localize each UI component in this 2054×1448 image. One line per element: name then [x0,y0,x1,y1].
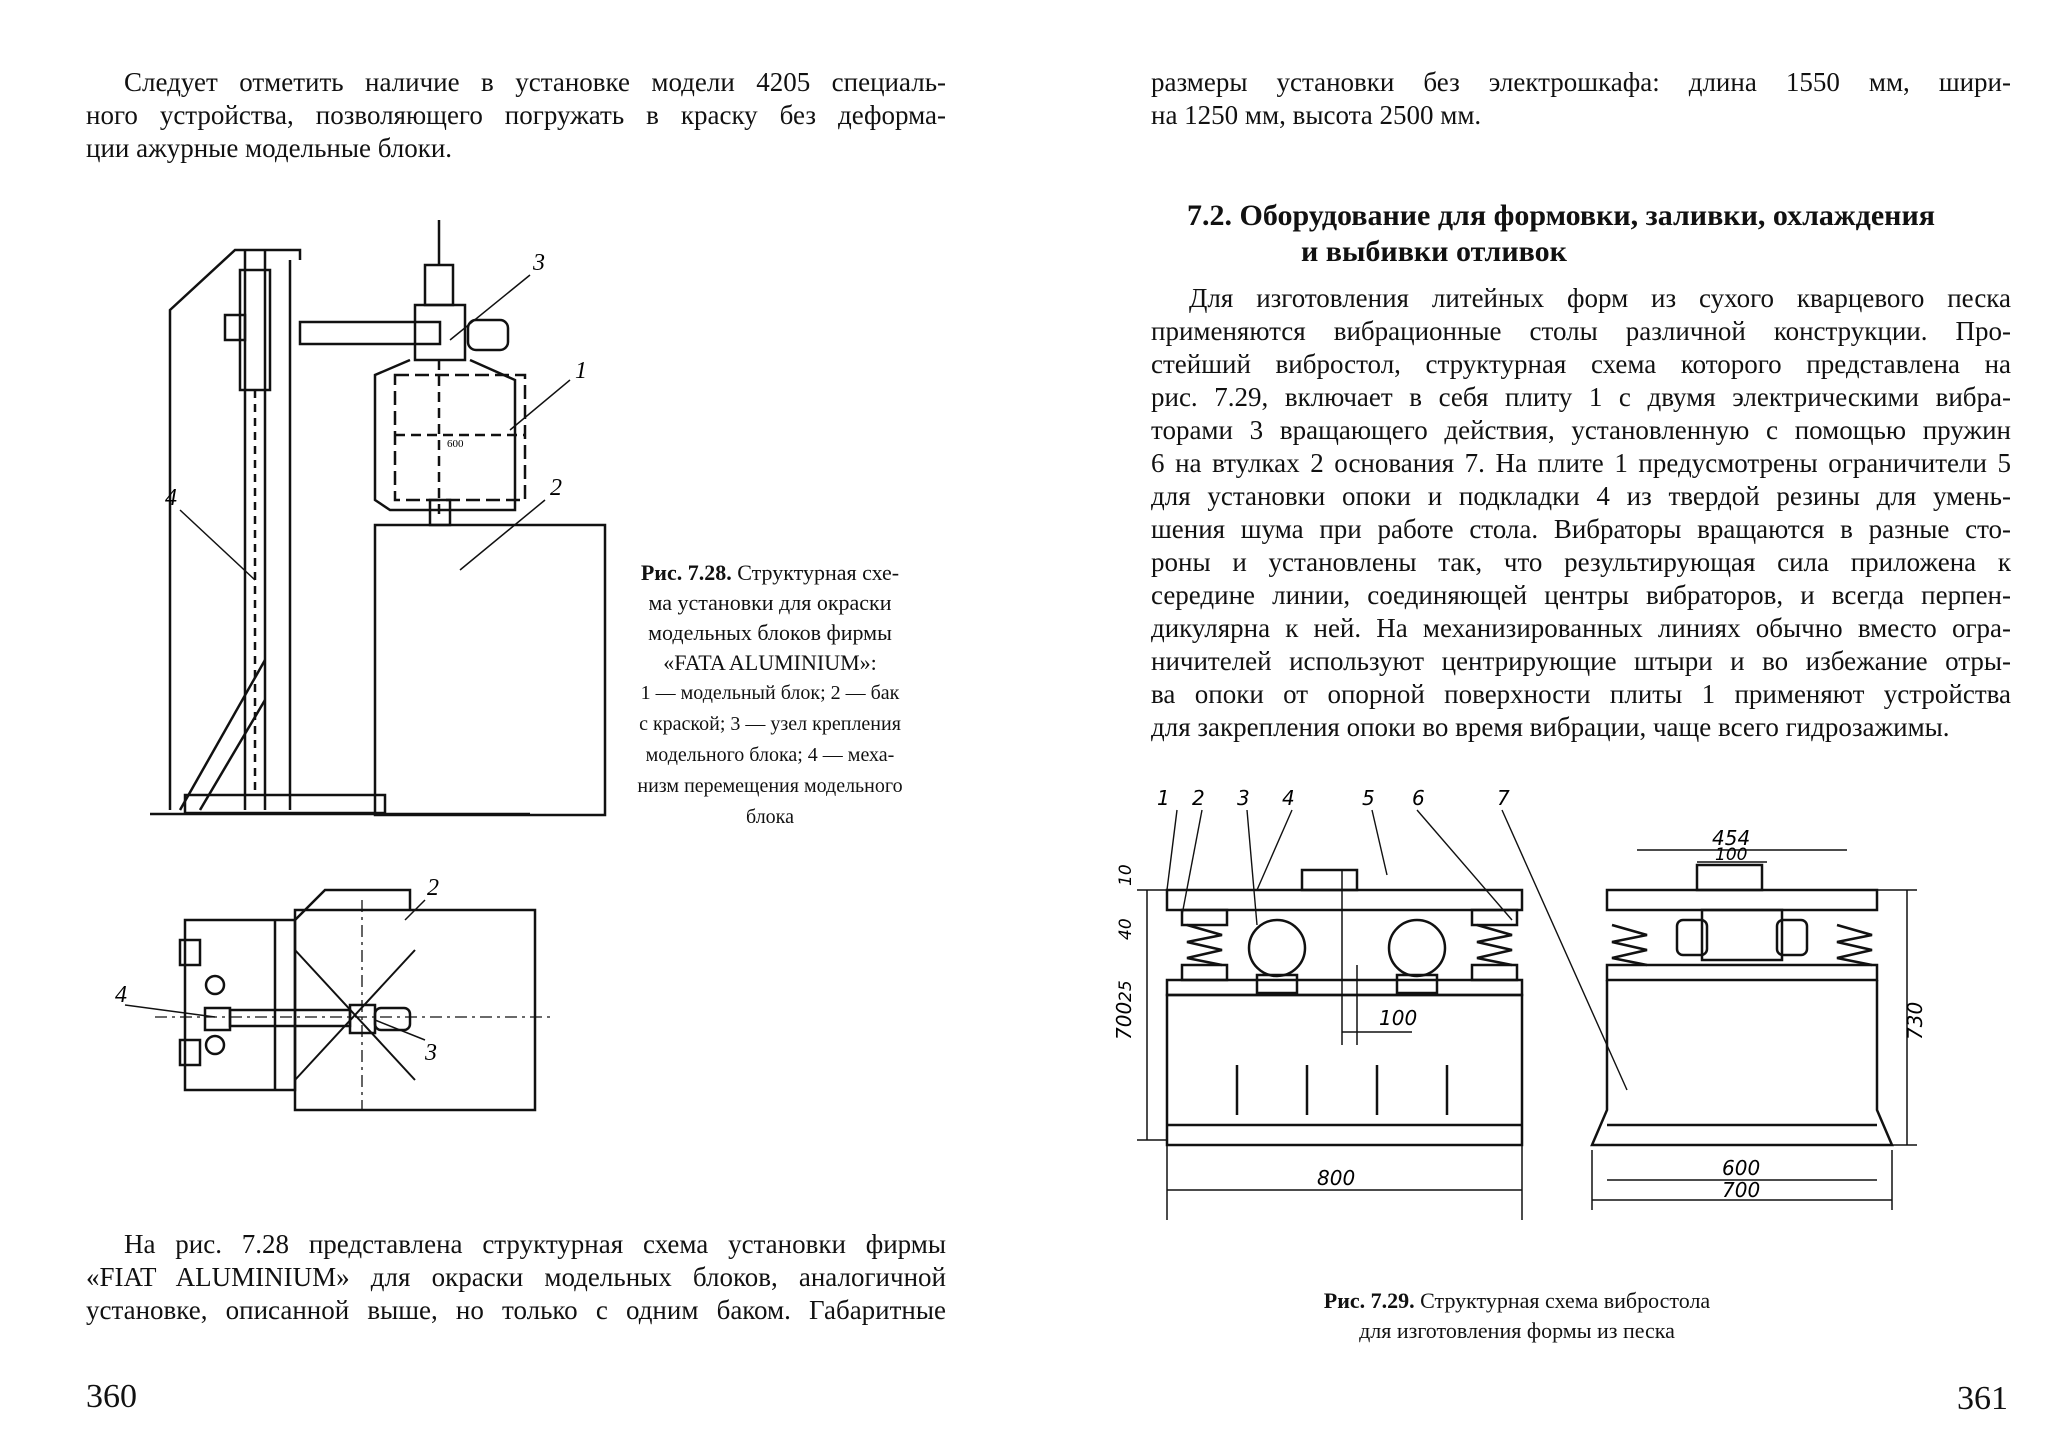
callout-3: 3 [1237,786,1250,810]
body-line: середине линии, соединяющей центры вибра… [1151,580,2011,610]
plan-label-2: 2 [427,875,439,901]
label-1: 1 [575,358,587,384]
dim-800: 800 [1317,1166,1355,1190]
body-line: 6 на втулках 2 основания 7. На плите 1 п… [1151,448,2011,478]
continuation-paragraph: размеры установки без электрошкафа: длин… [1151,66,2011,132]
caption-line: «FATA ALUMINIUM»: [663,650,877,675]
body-line: торами 3 вращающего действия, установлен… [1151,415,2011,445]
plan-label-3: 3 [424,1040,437,1066]
outro-paragraph: На рис. 7.28 представлена структурная сх… [86,1228,946,1327]
intro-line: Следует отметить наличие в установке мод… [124,67,946,97]
callout-5: 5 [1362,786,1375,810]
body-line: для установки опоки и подкладки 4 из тве… [1151,481,2011,511]
plan-label-4: 4 [115,982,127,1008]
body-line: ничителей используют центрирующие штыри … [1151,646,2011,676]
legend-line: модельного блока; 4 — меха- [645,744,895,766]
callout-7: 7 [1497,786,1510,810]
intro-line: ции ажурные модельные блоки. [86,133,453,163]
figure-7-29: 1 2 3 4 5 6 7 10 40 700 25 100 800 [1112,786,1927,1220]
figure-7-28-caption: Рис. 7.28. Структурная схе- ма установки… [600,558,940,833]
intro-line: ного устройства, позволяющего погружать … [86,100,946,130]
dim-700-bottom: 700 [1722,1178,1760,1202]
body-line: шения шума при работе стола. Вибраторы в… [1151,514,2011,544]
outro-line: «FIAT ALUMINIUM» для окраски модельных б… [86,1262,946,1292]
label-4: 4 [165,485,177,511]
block-mark: 600 [447,438,464,450]
dim-25: 25 [1116,980,1136,1002]
dim-454: 454 [1712,826,1750,850]
callout-2: 2 [1192,786,1205,810]
dim-100-mid: 100 [1379,1006,1417,1030]
right-page: размеры установки без электрошкафа: длин… [1027,0,2054,1448]
dim-600: 600 [1722,1156,1760,1180]
outro-line: На рис. 7.28 представлена структурная сх… [124,1229,946,1259]
dim-10: 10 [1116,864,1136,886]
dim-730: 730 [1903,1002,1927,1040]
callout-6: 6 [1412,786,1425,810]
body-line: Для изготовления литейных форм из сухого… [1189,283,2011,313]
legend-line: низм перемещения модельного [637,775,903,797]
figure-7-28-elevation: 3 1 2 4 600 [150,220,607,817]
body-line: применяются вибрационные столы различной… [1151,316,2011,346]
left-page: Следует отметить наличие в установке мод… [86,66,946,1415]
section-heading-line: и выбивки отливок [1301,235,1567,268]
dim-100-top: 100 [1715,845,1747,865]
page-number-right: 361 [1957,1380,2008,1417]
caption-title: Рис. 7.29. [1323,1288,1415,1313]
caption-line: Структурная схема вибростола [1420,1288,1711,1313]
body-line: для закрепления опоки во время вибрации,… [1151,712,1950,742]
legend-line: 1 — модельный блок; 2 — бак [640,682,900,704]
continuation-line: размеры установки без электрошкафа: длин… [1151,67,2011,97]
section-heading: 7.2. Оборудование для формовки, заливки,… [1187,198,2047,270]
body-line: ва опоки от опорной поверхности плиты 1 … [1151,679,2011,709]
outro-line: установке, описанной выше, но только с о… [86,1295,946,1325]
intro-paragraph: Следует отметить наличие в установке мод… [86,66,946,165]
caption-line: модельных блоков фирмы [648,620,892,645]
section-heading-line: 7.2. Оборудование для формовки, заливки,… [1187,199,1935,232]
caption-line: для изготовления формы из песка [1359,1318,1675,1343]
body-line: дикулярна к ней. На механизированных лин… [1151,613,2011,643]
body-line: рис. 7.29, включает в себя плиту 1 с дву… [1151,382,2011,412]
page-number-left: 360 [86,1378,137,1415]
callout-4: 4 [1282,786,1295,810]
figure-7-29-caption: Рис. 7.29. Структурная схема вибростола … [1297,1286,1737,1346]
body-paragraph: Для изготовления литейных форм из сухого… [1151,282,2011,744]
figure-7-28-plan: 3 2 4 [115,875,555,1112]
continuation-line: на 1250 мм, высота 2500 мм. [1151,100,1482,130]
caption-line: Структурная схе- [737,560,900,585]
legend-line: блока [746,806,794,828]
dim-40: 40 [1116,918,1136,940]
callout-1: 1 [1157,786,1170,810]
label-2: 2 [550,475,562,501]
dim-700: 700 [1112,1002,1136,1040]
body-line: роны и установлены так, что результирующ… [1151,547,2011,577]
caption-title: Рис. 7.28. [640,560,732,585]
label-3: 3 [532,250,545,276]
body-line: стейший вибростол, структурная схема кот… [1151,349,2011,379]
legend-line: с краской; 3 — узел крепления [639,713,901,735]
caption-line: ма установки для окраски [648,590,892,615]
